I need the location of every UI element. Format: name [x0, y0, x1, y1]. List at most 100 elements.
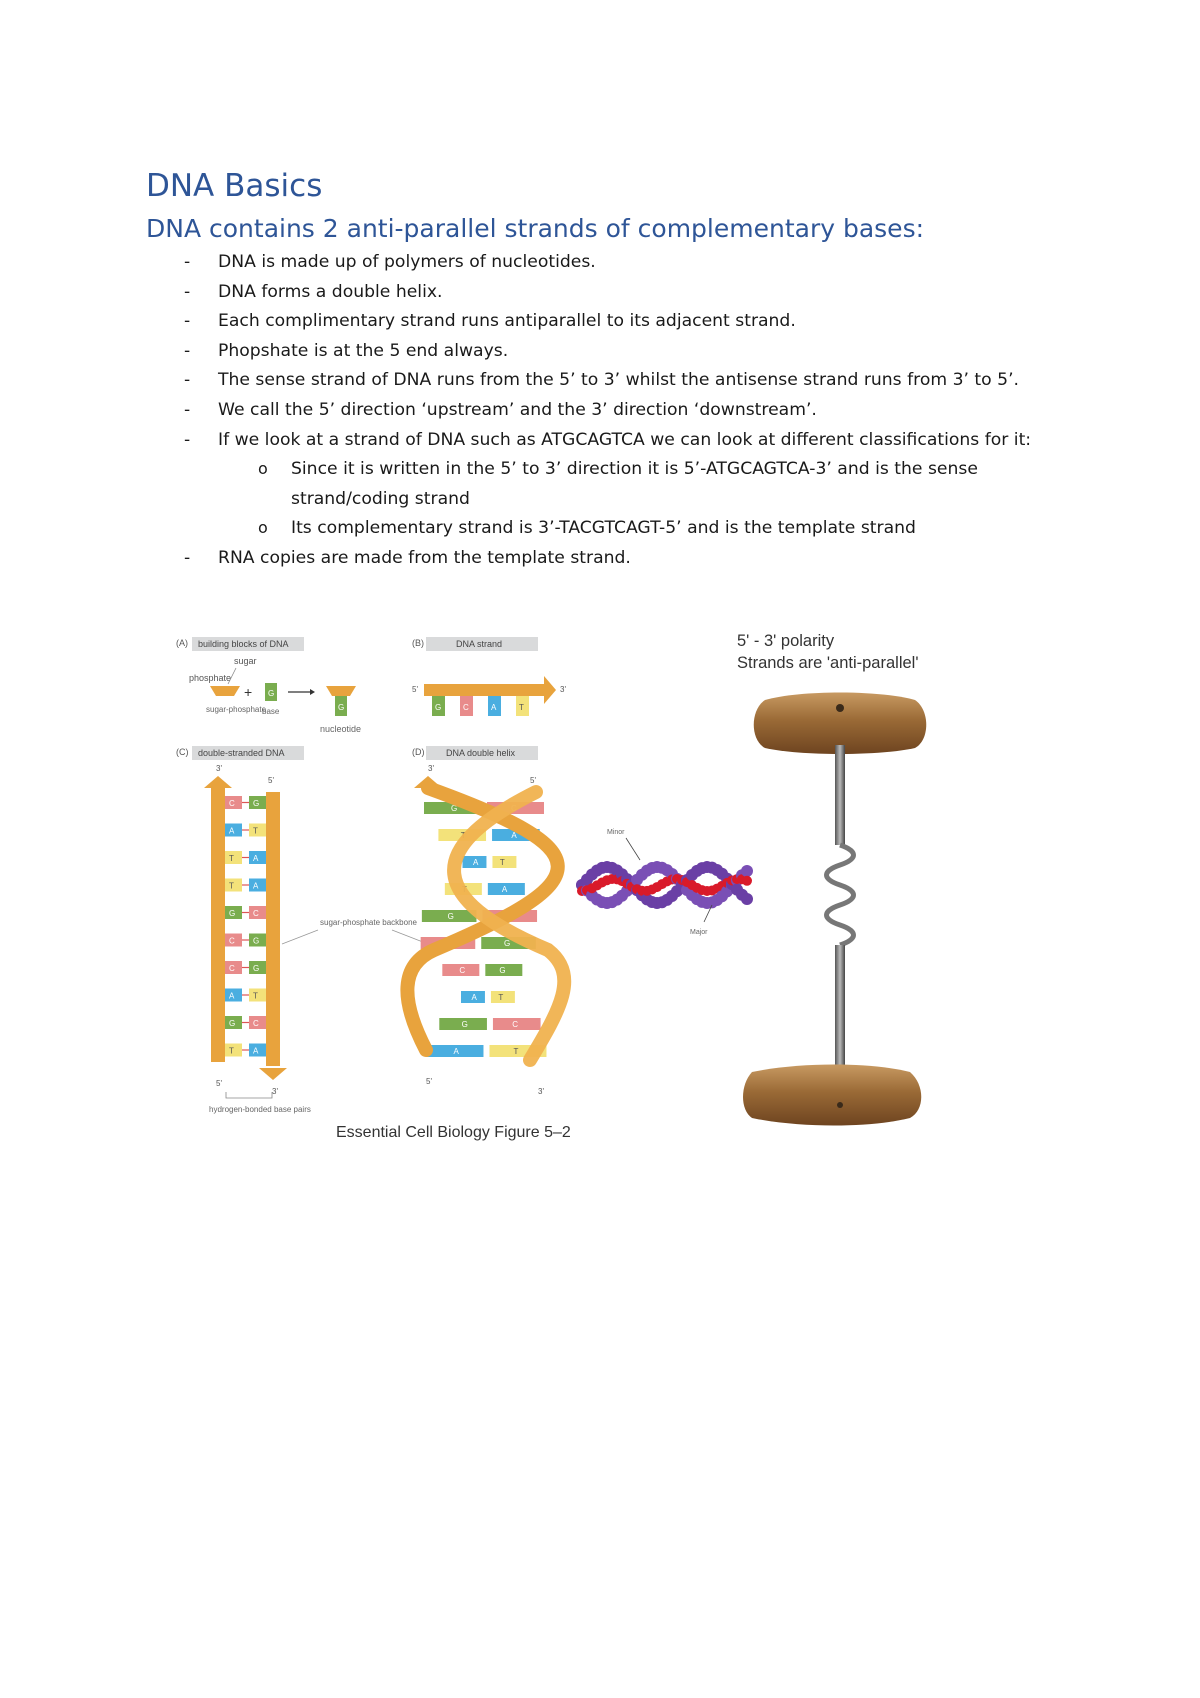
list-item-text: Phopshate is at the 5 end always. — [218, 340, 509, 361]
base-block — [265, 683, 277, 701]
helix-base — [421, 910, 477, 922]
panel-d-title-bar — [426, 746, 538, 760]
list-item-text: The sense strand of DNA runs from the 5’… — [218, 370, 1020, 391]
right-base — [249, 933, 266, 947]
strand-backbone — [424, 684, 544, 696]
left-base — [225, 796, 242, 809]
bullet-list: -DNA is made up of polymers of nucleotid… — [146, 248, 1056, 574]
atom-sphere — [741, 892, 753, 905]
right-base-letter: T — [253, 827, 258, 836]
right-base — [249, 851, 266, 864]
page-title: DNA Basics — [146, 168, 323, 204]
right-base — [249, 988, 266, 1002]
helix-base — [442, 964, 480, 976]
reaction-arrowhead — [310, 689, 315, 695]
left-base-letter: T — [229, 854, 234, 863]
panel-d-title: DNA double helix — [446, 748, 516, 758]
shaft-lower — [835, 945, 845, 1075]
left-base-letter: C — [229, 799, 235, 808]
helix-base-letter: G — [504, 939, 510, 948]
top-handle-rivet — [836, 704, 844, 712]
left-base-letter: A — [229, 827, 235, 836]
corkscrew-image — [743, 692, 927, 1126]
helix-base — [426, 1045, 484, 1057]
right-base-letter: T — [253, 992, 258, 1001]
c-bottom-left-end: 5' — [216, 1079, 222, 1088]
nucleotide-sugar — [326, 686, 356, 696]
strand-base — [488, 696, 501, 716]
nucleotide-base — [335, 696, 347, 716]
helix-base-letter: C — [512, 1020, 518, 1029]
base-letter: G — [268, 689, 274, 698]
list-item: -DNA is made up of polymers of nucleotid… — [146, 248, 1056, 278]
left-base — [225, 961, 242, 974]
top-handle — [753, 692, 927, 754]
strand-base-letter: A — [491, 703, 497, 712]
helix-base-letter: T — [498, 993, 503, 1002]
right-base — [249, 823, 266, 837]
backbone-annotation: sugar-phosphate backbone — [281, 918, 429, 945]
spiral-worm — [824, 842, 856, 948]
bullet-marker: - — [184, 281, 191, 302]
right-base — [249, 878, 266, 892]
list-item-text: DNA forms a double helix. — [218, 281, 443, 302]
helix-base-letter: T — [513, 1047, 518, 1056]
sub-list-item-text: Its complementary strand is 3’-TACGTCAGT… — [291, 518, 916, 539]
c-right-backbone — [266, 792, 280, 1066]
d-top-left-end: 3' — [428, 764, 434, 773]
bullet-marker: - — [184, 252, 191, 272]
bullet-marker: - — [184, 340, 191, 361]
strand-base-letter: G — [435, 703, 441, 712]
bullet-marker: - — [184, 429, 191, 450]
major-groove-label: Major — [690, 929, 708, 936]
helix-base-letter: A — [511, 831, 517, 840]
helix-base — [439, 1018, 487, 1030]
plus-sign: + — [244, 684, 252, 700]
left-base — [225, 878, 242, 892]
bottom-handle-rivet — [837, 1102, 843, 1108]
panel-a-title: building blocks of DNA — [198, 639, 289, 649]
helix-base — [460, 991, 485, 1003]
left-base — [225, 1043, 242, 1057]
helix-base — [492, 1018, 541, 1030]
left-base-letter: T — [229, 1047, 234, 1056]
helix-base-letter: A — [453, 1047, 459, 1056]
panel-c-title-bar — [192, 746, 304, 760]
bullet-marker: - — [184, 370, 191, 391]
sugar-phosphate-unit — [210, 686, 240, 696]
hbond-bracket — [225, 1092, 273, 1099]
strand-5-end: 5' — [412, 685, 418, 694]
right-base-letter: G — [253, 964, 259, 973]
d-top-right-end: 5' — [530, 776, 536, 785]
right-base-letter: A — [253, 882, 259, 891]
helix-base-letter: T — [500, 858, 505, 867]
strand-base-letter: C — [463, 703, 469, 712]
d-strand-two — [447, 785, 572, 1067]
strand-base-letter: T — [519, 703, 524, 712]
left-base-letter: C — [229, 937, 235, 946]
panel-c-title: double-stranded DNA — [198, 748, 285, 758]
list-item-text: RNA copies are made from the template st… — [218, 547, 631, 568]
strand-3-end: 3' — [560, 685, 566, 694]
list-item: - The sense strand of DNA runs from the 5… — [146, 366, 1056, 396]
right-base — [249, 1043, 266, 1057]
left-base — [225, 823, 242, 837]
left-base-letter: T — [229, 882, 234, 891]
c-left-backbone — [211, 788, 225, 1062]
panel-b-title-bar — [426, 637, 538, 651]
left-base — [225, 1016, 242, 1029]
sugar-pointer — [227, 667, 237, 685]
strand-base — [432, 696, 445, 716]
bottom-handle — [743, 1064, 922, 1126]
right-base-letter: A — [253, 1047, 259, 1056]
right-base — [249, 961, 266, 974]
backbone-label: sugar-phosphate backbone — [320, 918, 418, 927]
helix-base — [492, 856, 517, 868]
helix-base — [490, 991, 515, 1003]
helix-base-letter: G — [499, 966, 505, 975]
bullet-marker: - — [184, 547, 191, 568]
